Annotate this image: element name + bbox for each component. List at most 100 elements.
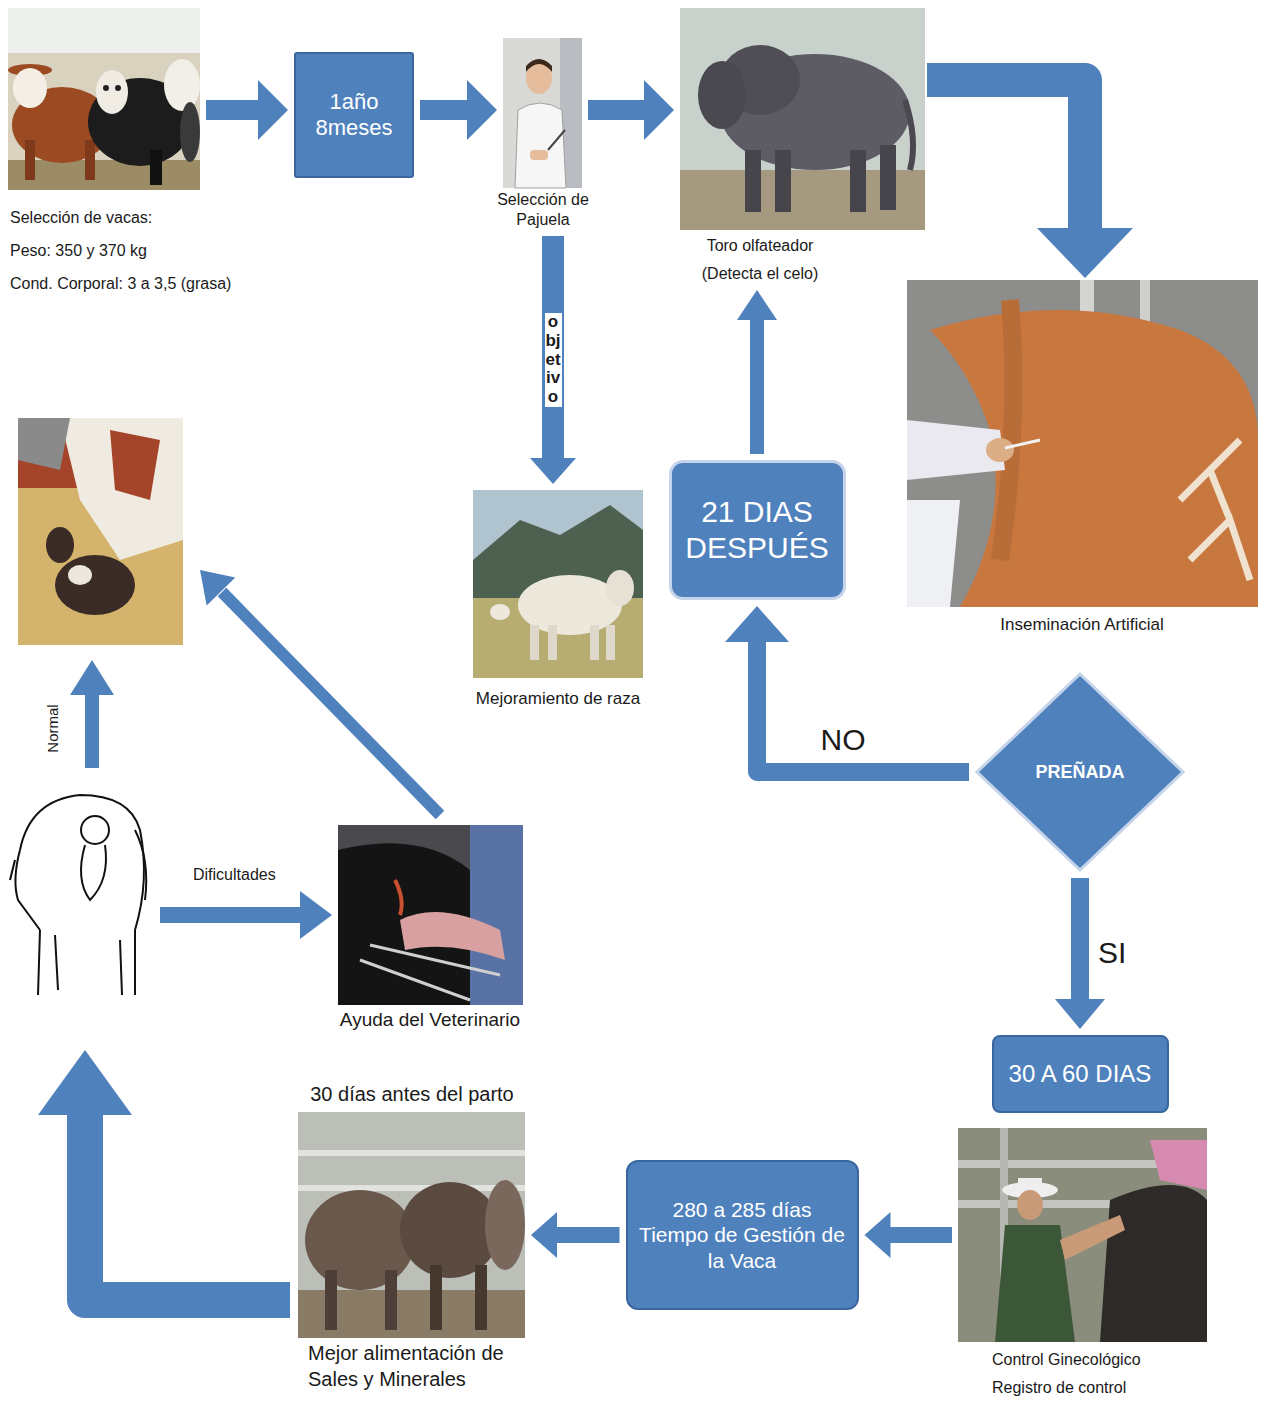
cows-photo	[164, 59, 200, 111]
calving-sketch	[81, 845, 106, 900]
veterinarian-photo	[338, 825, 523, 1005]
veterinarian-photo	[338, 825, 523, 1005]
flow-arrow	[222, 592, 440, 815]
flow-arrow	[200, 570, 235, 605]
edge-label: SI	[1098, 936, 1126, 971]
arrow-head	[530, 458, 576, 484]
photo-caption: Mejoramiento de raza	[458, 688, 658, 709]
arrow-shaft	[757, 640, 969, 772]
photo-caption: Peso: 350 y 370 kg	[10, 241, 147, 261]
improved-breed-photo	[473, 490, 643, 678]
feeding-photo	[298, 1112, 525, 1338]
arrow-head	[1055, 999, 1105, 1029]
photo-caption: Cond. Corporal: 3 a 3,5 (grasa)	[10, 274, 231, 294]
arrow-shaft	[927, 80, 1085, 230]
photo-node: 30 días antes del partoMejor alimentació…	[298, 1112, 525, 1338]
photo-node: Ayuda del Veterinario	[338, 825, 523, 1005]
photo-node: Inseminación Artificial	[907, 280, 1258, 607]
photo-caption: Inseminación Artificial	[957, 614, 1207, 635]
flow-arrow	[85, 1112, 290, 1300]
calving-sketch	[10, 860, 15, 880]
feeding-photo	[430, 1265, 442, 1330]
cows-photo	[8, 8, 200, 190]
edge-label: NO	[821, 723, 866, 758]
box-text: 30 A 60 DIAS	[1009, 1060, 1152, 1089]
veterinarian-photo	[370, 945, 500, 975]
cows-photo	[103, 85, 109, 91]
straw-selection-photo	[515, 103, 566, 188]
flow-arrow	[737, 290, 777, 454]
cows-photo	[180, 102, 200, 162]
photo-node: Mejoramiento de raza	[473, 490, 643, 678]
improved-breed-photo	[548, 625, 557, 660]
feeding-photo	[298, 1185, 525, 1191]
feeding-photo	[298, 1150, 525, 1156]
gynecological-check-photo	[1018, 1178, 1042, 1190]
feeding-photo	[485, 1180, 525, 1270]
flow-arrow	[300, 891, 332, 939]
veterinarian-photo	[470, 825, 523, 1005]
photo-caption: Selección de Pajuela	[483, 190, 603, 230]
cows-photo	[150, 150, 162, 185]
teaser-bull-photo	[680, 8, 925, 230]
straw-selection-photo	[503, 38, 582, 188]
flow-arrow	[206, 80, 288, 140]
feeding-photo	[475, 1265, 487, 1330]
flow-arrow	[531, 1212, 620, 1258]
photo-caption: Toro olfateador	[680, 236, 840, 256]
insemination-photo	[986, 438, 1014, 462]
arrow-head	[737, 290, 777, 320]
arrow-head	[1037, 228, 1133, 278]
feeding-photo	[385, 1270, 397, 1330]
feeding-photo	[298, 1112, 525, 1338]
gynecological-check-photo	[1100, 1185, 1207, 1342]
feeding-photo	[305, 1190, 415, 1290]
cows-photo	[13, 68, 47, 108]
flow-arrow	[530, 236, 576, 484]
arrow-shaft	[1071, 878, 1089, 1001]
cows-photo	[8, 160, 200, 190]
teaser-bull-photo	[680, 8, 925, 230]
newborn-calf-photo	[68, 565, 92, 585]
arrow-shaft	[588, 100, 646, 120]
feeding-photo	[325, 1270, 337, 1330]
cows-photo	[8, 8, 200, 53]
insemination-photo	[1000, 300, 1013, 560]
photo-caption: (Detecta el celo)	[680, 264, 840, 284]
process-box: 21 DIAS DESPUÉS	[669, 460, 846, 600]
cows-photo	[85, 140, 95, 180]
decision-text: PREÑADA	[1035, 762, 1124, 783]
newborn-calf-photo	[60, 418, 183, 560]
arrow-shaft	[555, 1227, 620, 1243]
gynecological-check-photo	[1017, 1190, 1043, 1220]
improved-breed-photo	[606, 625, 615, 660]
arrow-head	[865, 1212, 891, 1258]
newborn-calf-photo	[55, 555, 135, 615]
calving-sketch	[81, 816, 109, 844]
arrow-shaft	[420, 100, 469, 120]
insemination-photo	[907, 500, 960, 607]
straw-selection-photo	[530, 150, 548, 160]
flow-arrow	[38, 1050, 132, 1115]
calving-sketch	[8, 780, 155, 1005]
veterinarian-photo	[395, 880, 402, 915]
newborn-calf-photo	[18, 418, 183, 645]
teaser-bull-photo	[880, 145, 896, 210]
branch-label: Dificultades	[193, 866, 276, 884]
box-text: 280 a 285 días Tiempo de Gestión de la V…	[638, 1197, 847, 1273]
flow-arrow	[85, 692, 99, 768]
calving-sketch	[135, 830, 146, 900]
insemination-photo	[1005, 440, 1040, 448]
photo-node: Selección de Pajuela	[503, 38, 582, 188]
newborn-calf-photo	[18, 418, 183, 645]
arrow-shaft	[889, 1227, 953, 1243]
calving-sketch	[15, 850, 40, 930]
straw-selection-photo	[548, 130, 565, 150]
gynecological-check-photo	[958, 1128, 1207, 1342]
newborn-calf-photo	[46, 527, 74, 563]
veterinarian-photo	[360, 960, 470, 1000]
cows-photo	[96, 70, 128, 114]
photo-caption: Registro de control	[992, 1378, 1126, 1398]
newborn-calf-photo	[18, 418, 70, 470]
